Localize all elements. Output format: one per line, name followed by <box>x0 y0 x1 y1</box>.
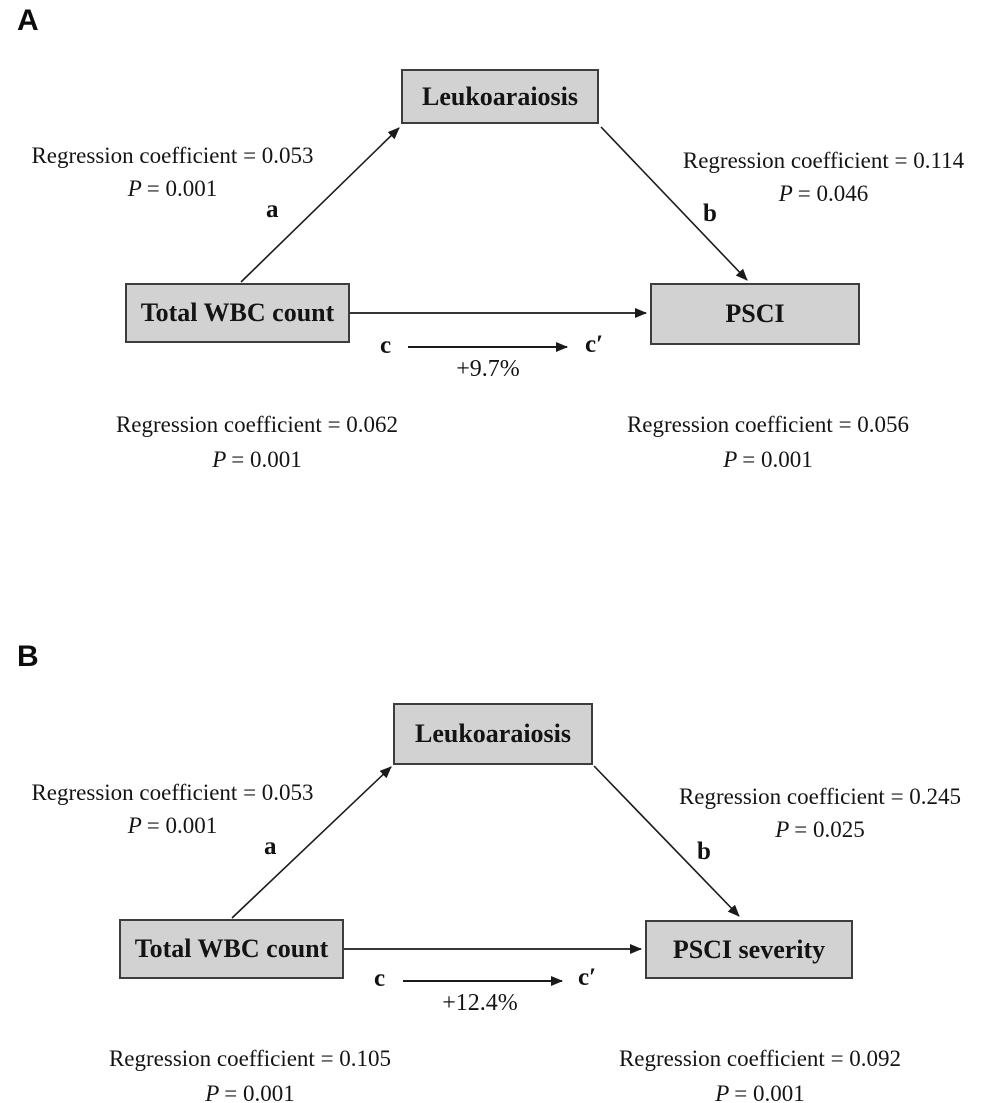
panel-a-path-cprime-tag: c′ <box>585 331 604 358</box>
panel-a-path-a-pvalue: P= 0.001 <box>127 176 218 201</box>
panel-a-label: A <box>17 4 39 37</box>
panel-a-direct-effect-pvalue: P= 0.001 <box>723 447 813 472</box>
panel-b-total-effect-stats: Regression coefficient = 0.105 P= 0.001 <box>80 1041 420 1103</box>
panel-a-path-b-stats: Regression coefficient = 0.114 P= 0.046 <box>655 144 992 210</box>
panel-b-path-a-pvalue: P= 0.001 <box>127 813 218 838</box>
panel-a-direct-effect-coefficient: Regression coefficient = 0.056 <box>626 412 910 437</box>
panel-b-path-b-stats: Regression coefficient = 0.245 P= 0.025 <box>650 780 990 846</box>
panel-b-path-a-coefficient: Regression coefficient = 0.053 <box>31 780 314 805</box>
panel-b-outcome-node: PSCI severity <box>645 920 853 979</box>
panel-a-path-c-tag: c <box>380 332 392 359</box>
panel-b-path-b-coefficient: Regression coefficient = 0.245 <box>678 784 962 809</box>
panel-b-mediator-node: Leukoaraiosis <box>393 703 593 765</box>
panel-b-label: B <box>17 640 39 673</box>
panel-b-total-effect-coefficient: Regression coefficient = 0.105 <box>108 1046 392 1071</box>
panel-b-path-a-stats: Regression coefficient = 0.053 P= 0.001 <box>0 776 345 842</box>
panel-a-path-a-coefficient: Regression coefficient = 0.053 <box>31 143 314 168</box>
panel-a-path-b-pvalue: P= 0.046 <box>778 181 869 206</box>
panel-a-path-b-tag: b <box>703 200 717 227</box>
panel-b-arrows <box>231 765 740 986</box>
panel-a-mediation-change: +9.7% <box>456 356 520 382</box>
panel-a-path-b-coefficient: Regression coefficient = 0.114 <box>682 148 965 173</box>
panel-b-total-effect-pvalue: P= 0.001 <box>205 1081 295 1103</box>
panel-b-path-b-tag: b <box>697 838 711 865</box>
panel-b-mediation-change: +12.4% <box>442 990 518 1016</box>
panel-a-direct-effect-stats: Regression coefficient = 0.056 P= 0.001 <box>598 407 938 477</box>
panel-a-path-a-stats: Regression coefficient = 0.053 P= 0.001 <box>0 139 345 205</box>
panel-b-predictor-node: Total WBC count <box>119 919 344 979</box>
panel-b-path-c-tag: c <box>374 965 386 992</box>
panel-a-total-effect-stats: Regression coefficient = 0.062 P= 0.001 <box>87 407 427 477</box>
panel-a-mediator-node: Leukoaraiosis <box>401 69 599 124</box>
panel-a-path-a-tag: a <box>266 196 279 223</box>
panel-b-direct-effect-pvalue: P= 0.001 <box>715 1081 805 1103</box>
panel-b-path-b-pvalue: P= 0.025 <box>775 817 865 842</box>
panel-b-path-cprime-tag: c′ <box>578 964 597 991</box>
panel-a-outcome-node: PSCI <box>650 283 860 345</box>
panel-b-direct-effect-stats: Regression coefficient = 0.092 P= 0.001 <box>590 1041 930 1103</box>
panel-b-direct-effect-coefficient: Regression coefficient = 0.092 <box>618 1046 902 1071</box>
panel-b-path-a-tag: a <box>264 833 277 860</box>
panel-a-predictor-node: Total WBC count <box>125 283 350 343</box>
panel-a-total-effect-pvalue: P= 0.001 <box>212 447 302 472</box>
panel-a-total-effect-coefficient: Regression coefficient = 0.062 <box>115 412 399 437</box>
